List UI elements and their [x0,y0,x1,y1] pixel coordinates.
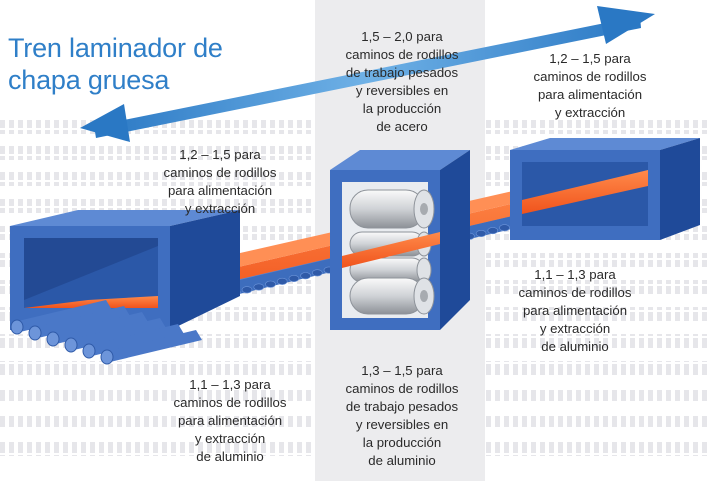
label-center-top: 1,5 – 2,0 para caminos de rodillos de tr… [322,28,482,136]
rolling-mill-stand-icon [330,150,470,330]
label-line: para alimentación [167,183,273,198]
label-line: para alimentación [537,87,643,102]
right-roller-housing-icon [510,138,700,240]
roller-bump [265,280,276,288]
label-line: caminos de rodillos [163,165,277,180]
title-line-1: Tren laminador de [8,33,223,63]
label-line: caminos de rodillos [173,395,287,410]
label-line: de acero [376,119,428,134]
label-line: y extracción [184,201,256,216]
label-left-top: 1,2 – 1,5 para caminos de rodillos para … [140,146,300,218]
label-line: 1,3 – 1,5 para [361,363,443,378]
label-line: para alimentación [177,413,283,428]
roller-bump [499,224,510,232]
label-line: caminos de rodillos [518,285,632,300]
label-line: 1,2 – 1,5 para [549,51,631,66]
label-line: de aluminio [368,453,436,468]
front-roller [100,330,202,365]
label-right-top: 1,2 – 1,5 para caminos de rodillos para … [510,50,670,122]
page-title: Tren laminador de chapa gruesa [8,32,223,96]
label-left-bottom: 1,1 – 1,3 para caminos de rodillos para … [150,376,310,466]
roller-bump [241,286,253,294]
roller-bump [253,283,265,291]
label-line: caminos de rodillos [345,47,459,62]
double-headed-arrow-icon [80,6,655,142]
front-roller [10,300,112,335]
label-line: 1,2 – 1,5 para [179,147,261,162]
front-roller [82,324,184,359]
front-rollers [10,300,202,365]
label-line: 1,1 – 1,3 para [189,377,271,392]
label-line: 1,1 – 1,3 para [534,267,616,282]
label-line: la producción [362,101,442,116]
label-line: de aluminio [541,339,609,354]
left-roller-housing-icon [10,210,240,330]
label-line: y extracción [554,105,626,120]
label-line: para alimentación [522,303,628,318]
roller-bump [487,227,499,235]
label-line: 1,5 – 2,0 para [361,29,443,44]
roller-bump [288,274,300,282]
front-roller [64,318,166,353]
roller-bump [311,269,323,277]
label-right-middle: 1,1 – 1,3 para caminos de rodillos para … [495,266,655,356]
label-center-bottom: 1,3 – 1,5 para caminos de rodillos de tr… [322,362,482,470]
label-line: de trabajo pesados [345,65,459,80]
title-line-2: chapa gruesa [8,65,170,95]
front-roller [28,306,130,341]
label-line: y reversibles en [355,417,449,432]
label-line: y reversibles en [355,83,449,98]
label-line: caminos de rodillos [345,381,459,396]
label-line: caminos de rodillos [533,69,647,84]
front-roller [46,312,148,347]
roller-bump [475,230,487,238]
label-line: la producción [362,435,442,450]
roller-bump [300,272,311,280]
roller-bump [276,277,288,285]
label-line: y extracción [539,321,611,336]
label-line: y extracción [194,431,266,446]
label-line: de trabajo pesados [345,399,459,414]
label-line: de aluminio [196,449,264,464]
